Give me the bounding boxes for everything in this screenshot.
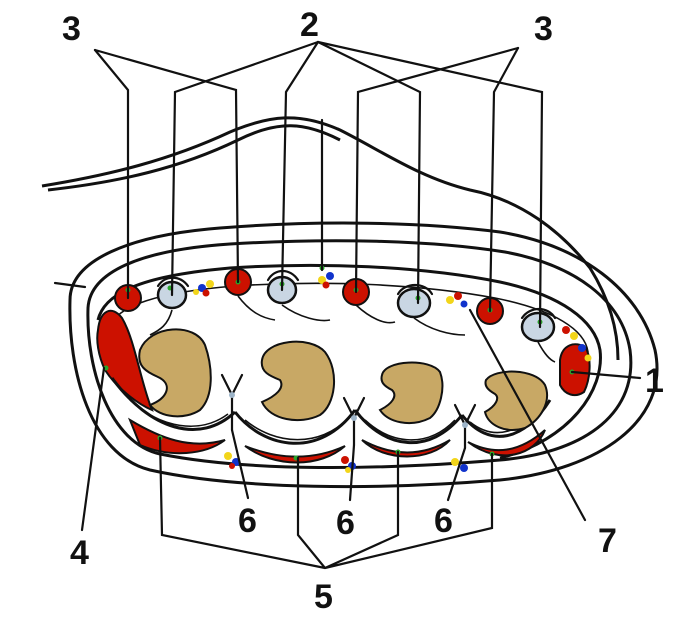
tendons	[138, 328, 548, 431]
vein-3	[396, 287, 432, 319]
tendon-1	[138, 328, 212, 418]
label-6-c: 6	[434, 502, 453, 540]
label-4: 4	[70, 534, 89, 572]
label-6-b: 6	[336, 504, 355, 542]
label-1: 1	[645, 362, 664, 400]
tendon-2	[260, 340, 336, 422]
muscle-bottom-1	[127, 417, 226, 455]
muscle-left	[96, 309, 154, 412]
label-2: 2	[300, 6, 319, 44]
muscle-bottom-3	[361, 439, 451, 458]
vein-4	[520, 311, 556, 343]
muscle-right	[559, 343, 591, 397]
nerve-dots	[193, 272, 592, 473]
interior-strands	[149, 295, 556, 363]
tendon-3	[378, 361, 444, 425]
label-3-right: 3	[534, 10, 553, 48]
label-7: 7	[598, 522, 617, 560]
neurovascular-bundles	[103, 265, 592, 473]
skin-contours	[41, 116, 659, 489]
label-6-a: 6	[238, 502, 257, 540]
tendon-4	[483, 370, 548, 431]
muscle-bottom-2	[244, 445, 346, 464]
labels: 3 2 3 1 4 6 6 6 7 5	[62, 6, 664, 616]
label-3-left: 3	[62, 10, 81, 48]
muscle-bottom-4	[467, 429, 546, 457]
label-5: 5	[314, 578, 333, 616]
y-structures	[220, 373, 477, 450]
leader-lines	[80, 40, 642, 570]
